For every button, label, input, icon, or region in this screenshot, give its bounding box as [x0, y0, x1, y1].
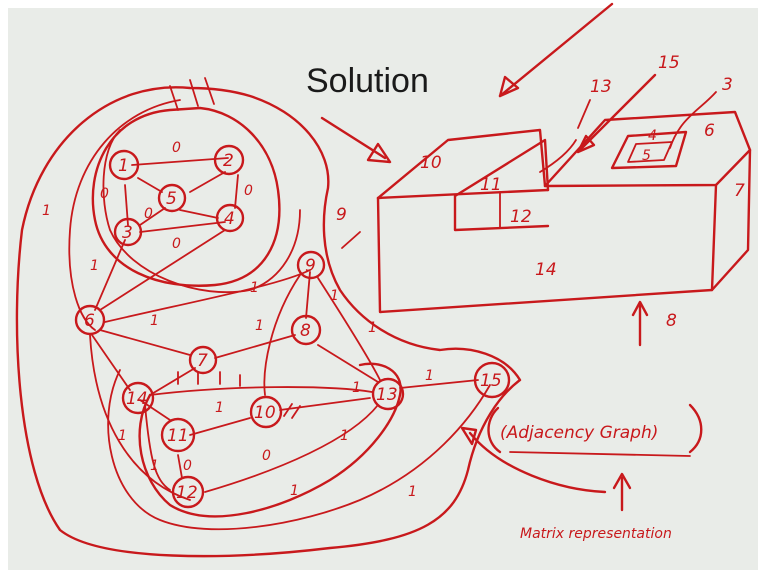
edge-weight: 1	[90, 258, 99, 274]
svg-text:3: 3	[122, 223, 133, 243]
face-label-9: 9	[336, 205, 347, 225]
right-margin	[758, 0, 767, 578]
face-label-5: 5	[642, 148, 651, 164]
edge-weight: 1	[250, 280, 259, 296]
edge-weight: 1	[255, 318, 264, 334]
face-label-11: 11	[480, 175, 502, 195]
face-label-15: 15	[658, 53, 680, 73]
svg-text:7: 7	[197, 351, 208, 371]
face-label-10: 10	[420, 153, 442, 173]
matrix-representation-label: Matrix representation	[520, 526, 672, 542]
face-label-14: 14	[535, 260, 557, 280]
edge-weight: 1	[215, 400, 224, 416]
top-margin	[0, 0, 767, 8]
edge-weight: 0	[172, 140, 181, 156]
svg-text:12: 12	[176, 483, 198, 503]
edge-weight: 1	[42, 203, 51, 219]
edge-weight: 1	[408, 484, 417, 500]
svg-text:13: 13	[376, 385, 398, 405]
svg-text:15: 15	[480, 371, 502, 391]
adjacency-graph-label: (Adjacency Graph)	[500, 423, 658, 443]
face-label-13: 13	[590, 77, 612, 97]
svg-text:8: 8	[300, 321, 311, 341]
edge-weight: 0	[244, 183, 253, 199]
edge-weight: 1	[340, 428, 349, 444]
face-label-12: 12	[510, 207, 532, 227]
edge-weight: 0	[100, 186, 109, 202]
svg-text:4: 4	[224, 209, 235, 229]
face-label-7: 7	[734, 181, 745, 201]
edge-weight: 1	[150, 458, 159, 474]
svg-text:9: 9	[305, 256, 316, 276]
svg-text:11: 11	[167, 426, 189, 446]
edge-weight: 0	[144, 206, 153, 222]
svg-text:2: 2	[223, 151, 234, 171]
edge-weight: 1	[290, 483, 299, 499]
edge-weight: 1	[368, 320, 377, 336]
svg-text:6: 6	[84, 311, 95, 331]
face-label-8: 8	[666, 311, 677, 331]
face-label-4: 4	[648, 128, 657, 144]
edge-weight: 1	[425, 368, 434, 384]
face-label-6: 6	[704, 121, 715, 141]
edge-weight: 1	[118, 428, 127, 444]
edge-weight: 1	[150, 313, 159, 329]
svg-text:14: 14	[126, 389, 148, 409]
face-label-3: 3	[722, 75, 733, 95]
edge-weight: 0	[262, 448, 271, 464]
left-margin	[0, 0, 8, 578]
svg-text:10: 10	[254, 403, 276, 423]
edge-weight: 1	[352, 380, 361, 396]
edge-weight: 1	[330, 288, 339, 304]
bottom-margin	[0, 570, 767, 578]
edge-weight: 0	[183, 458, 192, 474]
svg-text:1: 1	[118, 156, 129, 176]
edge-weight: 0	[172, 236, 181, 252]
svg-text:5: 5	[166, 189, 177, 209]
slide-title: Solution	[306, 62, 429, 100]
